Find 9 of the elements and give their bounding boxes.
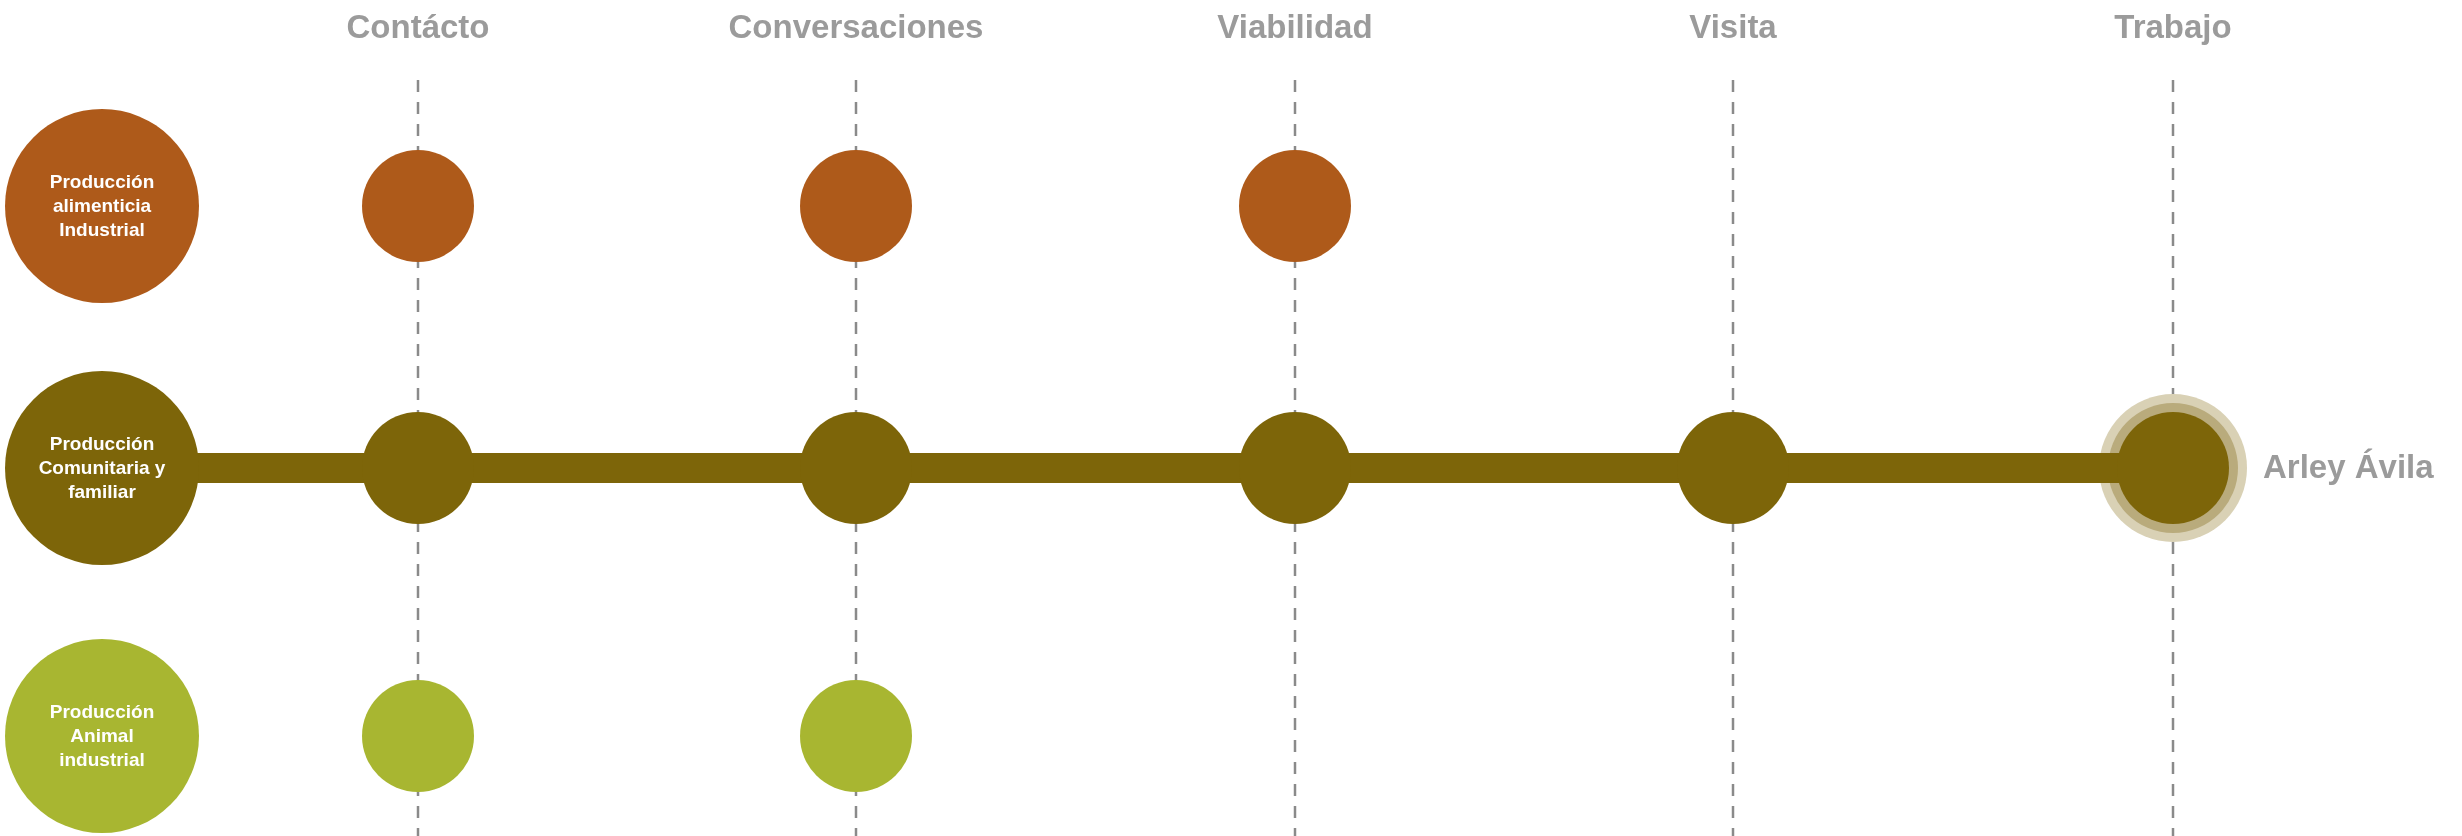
- column-heading: Viabilidad: [1217, 8, 1373, 46]
- category-label: Producción Comunitaria y familiar: [37, 432, 167, 504]
- category-label: Producción alimenticia Industrial: [48, 170, 156, 242]
- column-heading: Trabajo: [2114, 8, 2232, 46]
- column-heading: Contácto: [346, 8, 490, 46]
- column-heading: Conversaciones: [728, 8, 984, 46]
- category-label: Producción Animal industrial: [48, 700, 156, 772]
- column-heading: Visita: [1689, 8, 1777, 46]
- person-name: Arley Ávila: [2263, 448, 2434, 486]
